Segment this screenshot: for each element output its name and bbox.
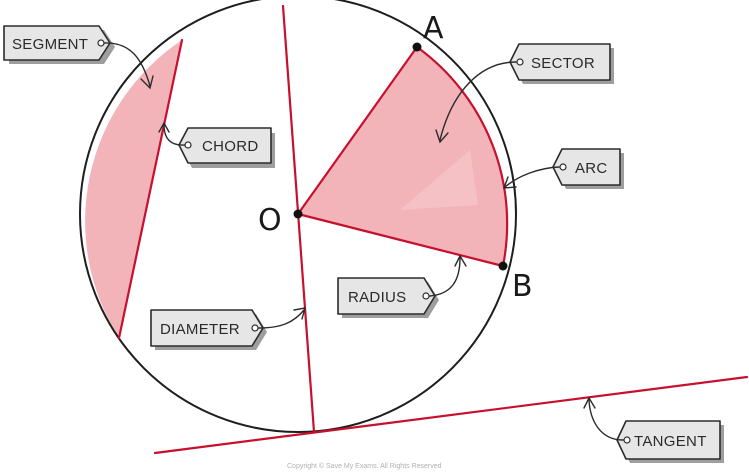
radius-pointer-head [454, 254, 467, 267]
point-a-dot [412, 42, 422, 52]
sector-tag: SECTOR [509, 43, 614, 84]
chord-pointer-head [158, 121, 170, 133]
sector-shading [298, 47, 508, 266]
sector-tag-text: SECTOR [531, 55, 595, 72]
diameter-line [281, 4, 316, 434]
arc-pointer [504, 166, 560, 188]
sector-highlight [400, 150, 478, 210]
segment-tag-text: SEGMENT [12, 36, 88, 53]
radius-tag-text: RADIUS [348, 289, 406, 306]
radius-pointer [429, 257, 461, 297]
sector-pointer [439, 61, 517, 141]
segment-pointer-head [140, 75, 154, 90]
point-o-label: O [258, 203, 282, 238]
segment-shading [85, 40, 182, 338]
tangent-tag: TANGENT [616, 420, 724, 463]
point-o-dot [293, 209, 303, 219]
diameter-pointer [258, 309, 305, 329]
diameter-tag: DIAMETER [150, 309, 267, 350]
segment-tag: SEGMENT [3, 25, 115, 64]
arc-tag: ARC [552, 148, 624, 189]
chord-tag: CHORD [178, 127, 275, 168]
point-b-dot [498, 261, 508, 271]
chord-pointer [163, 124, 186, 146]
radius-line-b [296, 212, 505, 268]
tangent-pointer-head [583, 396, 596, 409]
point-a-label: A [423, 11, 444, 46]
arc-pointer-head [502, 176, 517, 189]
point-b-label: B [512, 269, 533, 304]
chord-line [117, 38, 184, 340]
radius-tag: RADIUS [337, 277, 439, 318]
radius-line-a [296, 45, 419, 216]
arc-line [415, 45, 509, 268]
tangent-line [153, 375, 749, 455]
tangent-tag-text: TANGENT [634, 433, 707, 450]
sector-pointer-head [435, 129, 449, 144]
diameter-tag-text: DIAMETER [160, 321, 240, 338]
segment-pointer [103, 42, 151, 87]
circle-outline [79, 0, 517, 433]
copyright-text: Copyright © Save My Exams. All Rights Re… [287, 462, 442, 470]
diameter-pointer-head [293, 307, 306, 320]
arc-tag-text: ARC [575, 160, 608, 177]
chord-tag-text: CHORD [202, 138, 259, 155]
tangent-pointer [588, 399, 624, 441]
